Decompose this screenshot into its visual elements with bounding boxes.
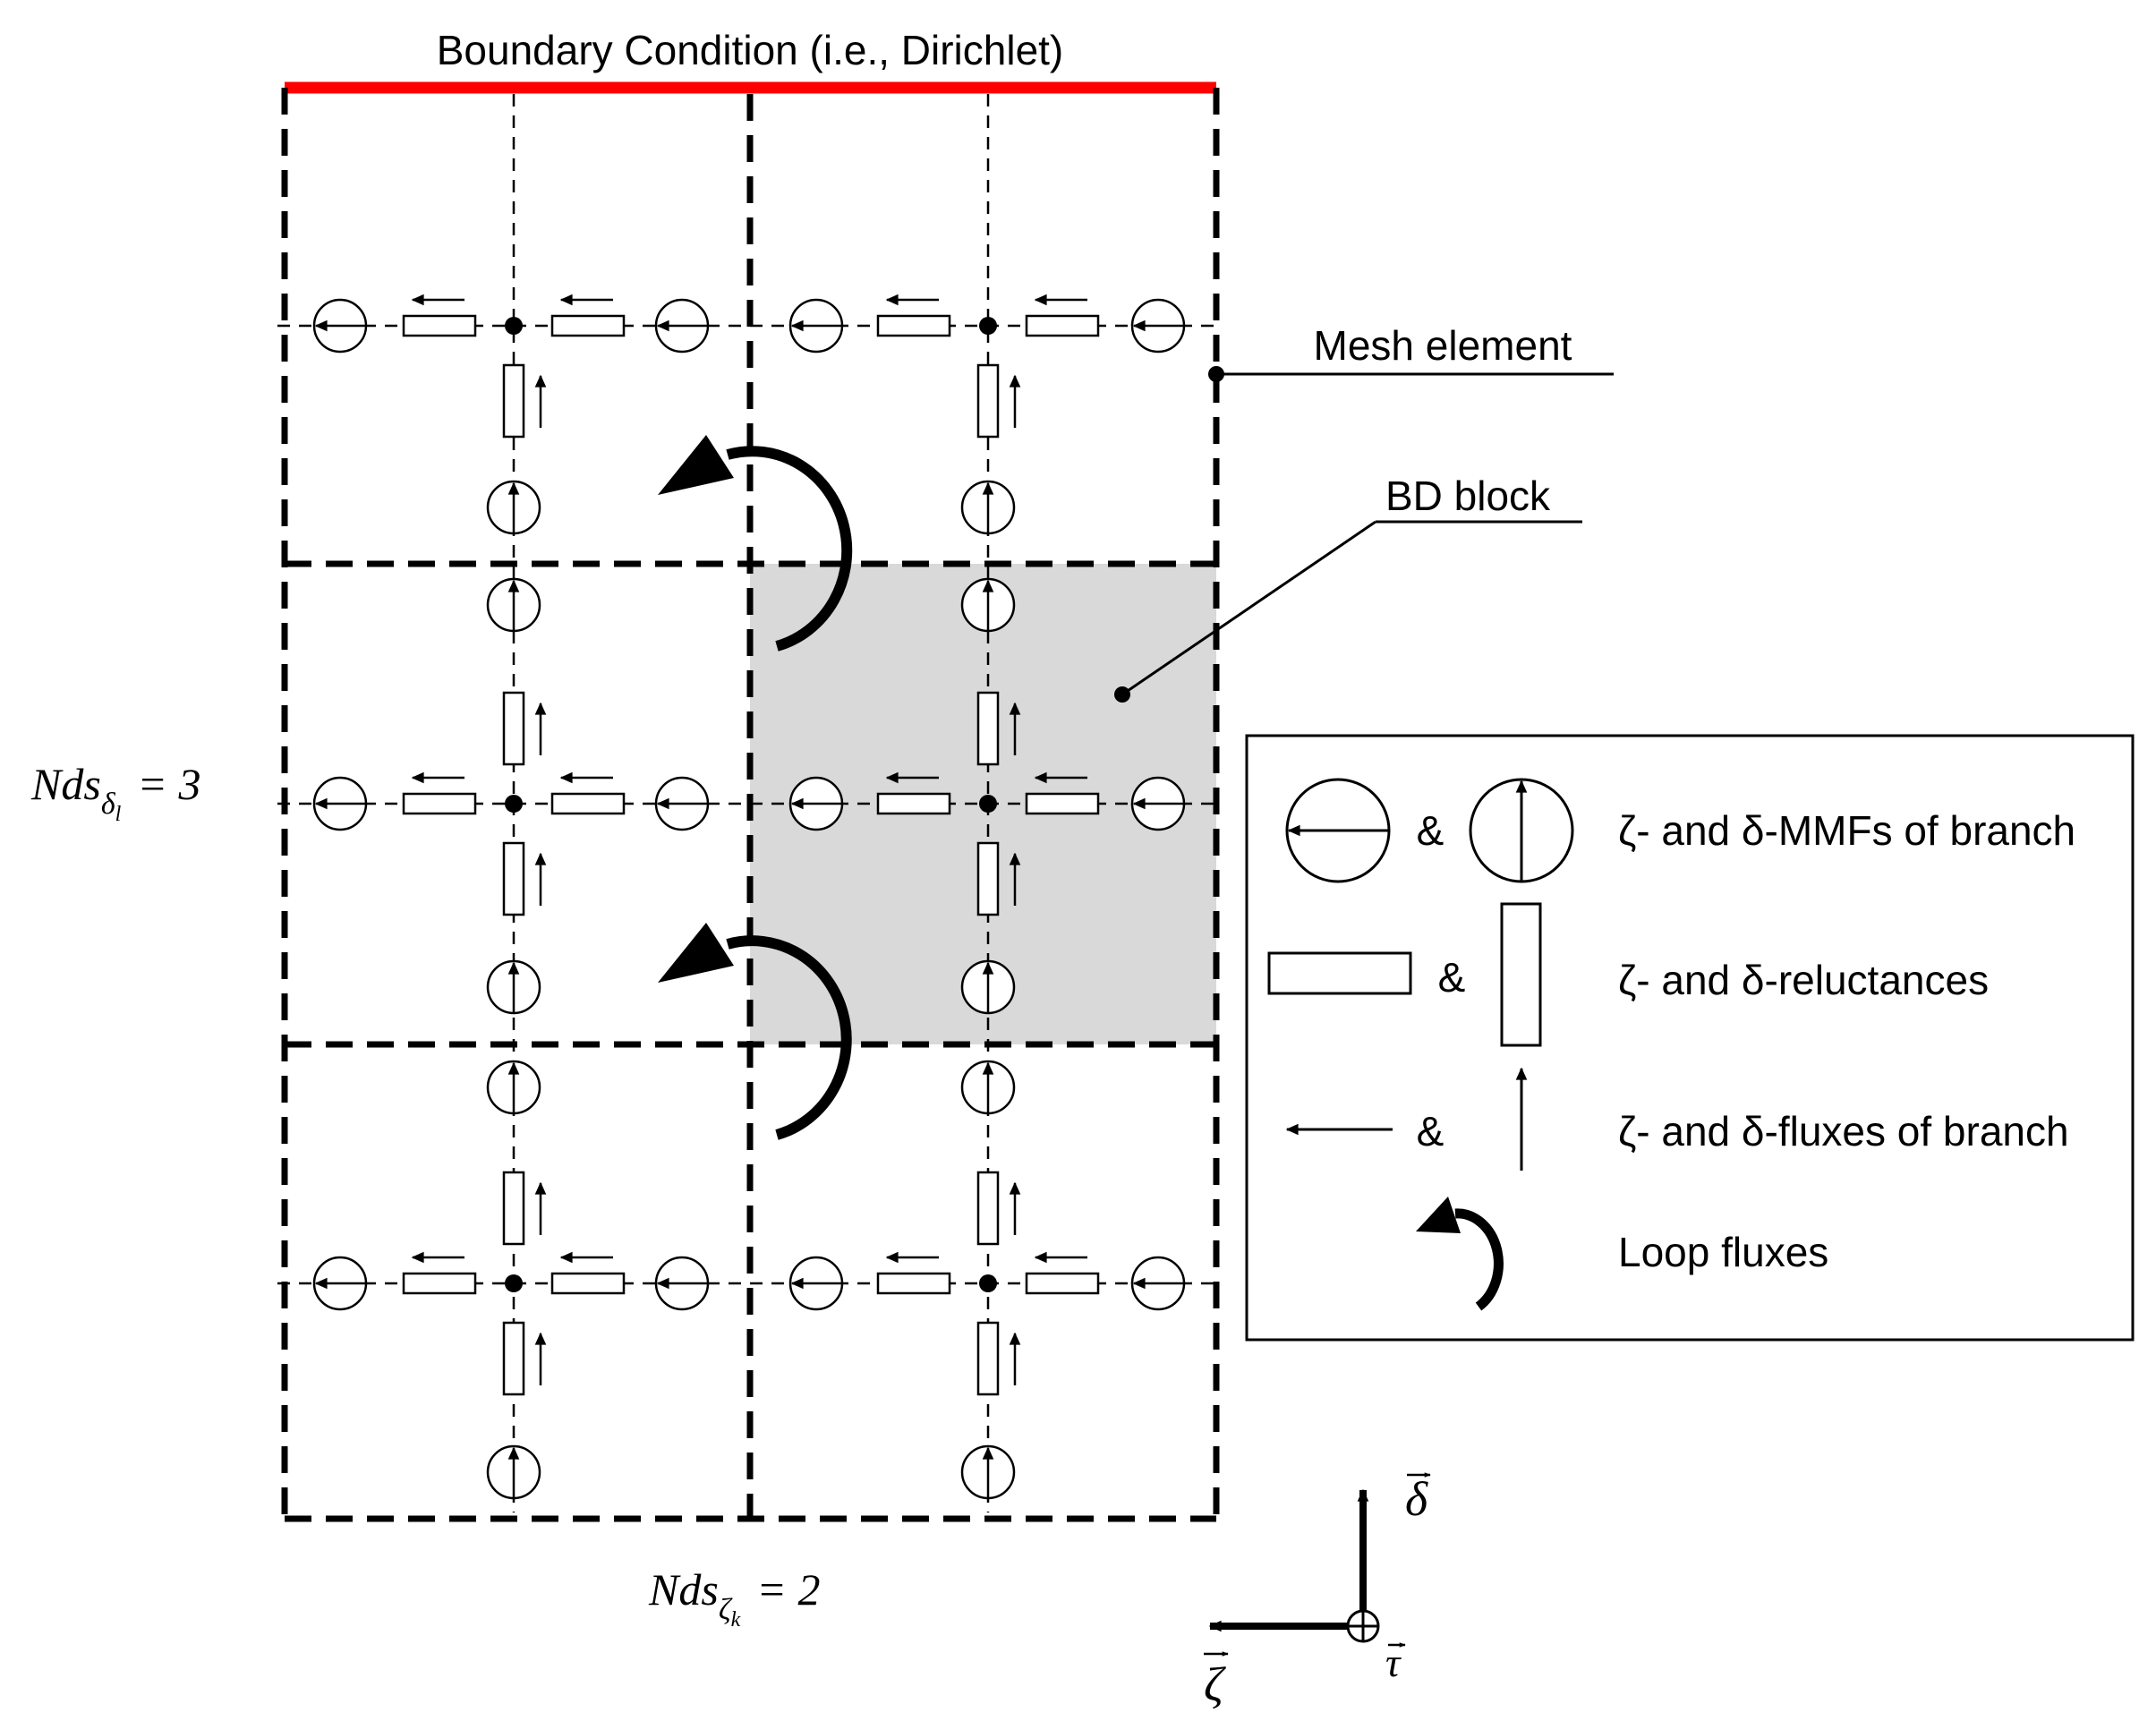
node-dot	[979, 317, 997, 335]
delta-reluctance	[502, 363, 525, 439]
tau-axis-label: τ	[1385, 1640, 1402, 1685]
node-dot	[505, 317, 523, 335]
boundary-condition-label: Boundary Condition (i.e., Dirichlet)	[437, 27, 1064, 73]
node-dot	[979, 1274, 997, 1292]
zeta-axis-label: ζ	[1204, 1657, 1226, 1711]
nds-delta-count: Ndsδl= 3	[30, 759, 201, 826]
nds-zeta-count: Ndsζk= 2	[648, 1564, 820, 1632]
legend-mmf-zeta-icon	[1285, 778, 1391, 883]
legend-amp-3: &	[1417, 1108, 1444, 1154]
delta-reluctance	[976, 691, 1000, 766]
svg-text:Ndsζk= 2: Ndsζk= 2	[648, 1564, 820, 1632]
delta-reluctance	[502, 1171, 525, 1246]
legend-mmf-delta-icon	[1469, 778, 1574, 883]
legend-reluctance-zeta-icon	[1267, 951, 1412, 995]
node-dot	[505, 795, 523, 813]
legend-amp-1: &	[1417, 807, 1444, 854]
bd-block-callout: BD block	[1114, 473, 1582, 703]
delta-reluctance	[502, 691, 525, 766]
mesh-element-boundaries	[281, 88, 1220, 1522]
legend-flux-label: ζ- and δ-fluxes of branch	[1618, 1108, 2069, 1154]
legend-mmf-label: ζ- and δ-MMFs of branch	[1618, 807, 2075, 854]
zeta-reluctance	[876, 1272, 951, 1295]
svg-text:Ndsδl= 3: Ndsδl= 3	[30, 759, 201, 826]
mesh-element-callout: Mesh element	[1208, 322, 1614, 382]
legend: & ζ- and δ-MMFs of branch & ζ- and δ-rel…	[1245, 734, 2135, 1342]
delta-axis-label: δ	[1405, 1472, 1428, 1526]
zeta-reluctance	[550, 1272, 626, 1295]
legend-loop-flux-label: Loop fluxes	[1618, 1229, 1828, 1275]
zeta-reluctance	[876, 314, 951, 337]
svg-text:BD block: BD block	[1385, 473, 1551, 519]
delta-reluctance	[502, 841, 525, 916]
zeta-reluctance	[550, 792, 626, 815]
loop-flux-arrow-lower	[658, 923, 852, 1140]
delta-reluctance	[976, 841, 1000, 916]
svg-text:Mesh element: Mesh element	[1314, 322, 1572, 369]
legend-reluctance-delta-icon	[1500, 902, 1542, 1047]
zeta-reluctance	[402, 314, 477, 337]
zeta-reluctance	[402, 1272, 477, 1295]
zeta-reluctance	[1025, 1272, 1100, 1295]
zeta-reluctance	[1025, 792, 1100, 815]
zeta-reluctance	[1025, 314, 1100, 337]
legend-amp-2: &	[1438, 954, 1466, 1001]
zeta-reluctance	[876, 792, 951, 815]
node-dot	[979, 795, 997, 813]
zeta-reluctance	[402, 792, 477, 815]
legend-loop-flux-icon	[1416, 1197, 1504, 1311]
delta-reluctance	[502, 1321, 525, 1396]
loop-flux-arrow-upper	[658, 435, 853, 652]
coordinate-axes: δ ζ τ	[1204, 1472, 1431, 1711]
node-dot	[505, 1274, 523, 1292]
circuit-elements	[312, 294, 1186, 1500]
delta-reluctance	[976, 363, 1000, 439]
legend-reluctance-label: ζ- and δ-reluctances	[1618, 957, 1989, 1003]
delta-reluctance	[976, 1171, 1000, 1246]
zeta-reluctance	[550, 314, 626, 337]
delta-reluctance	[976, 1321, 1000, 1396]
